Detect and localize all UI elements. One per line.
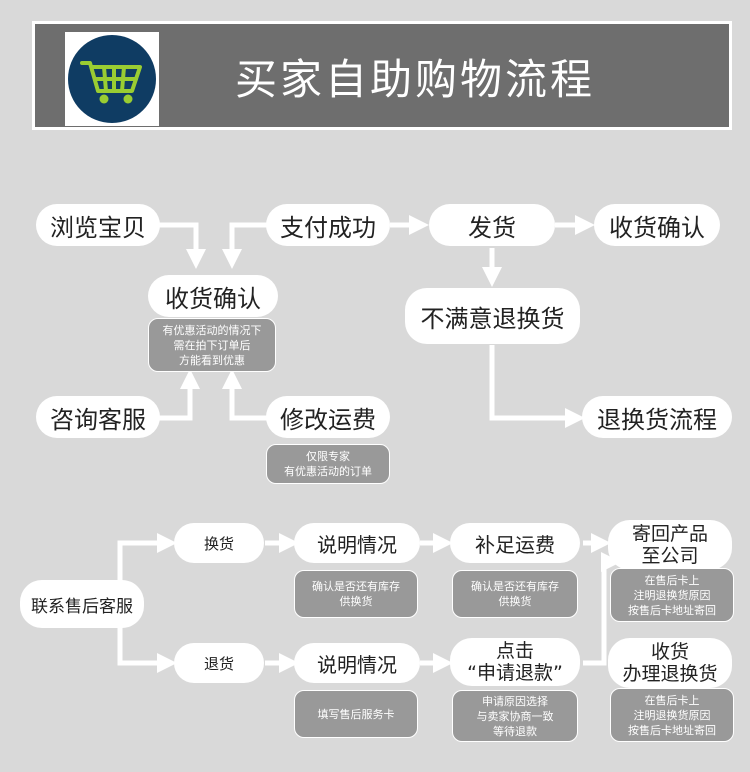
modify-shipping-node: 修改运费 <box>266 396 390 438</box>
note-line: 注明退换货原因 <box>633 588 711 602</box>
browse-item-node: 浏览宝贝 <box>36 204 160 246</box>
note-line: 申请原因选择 <box>482 694 548 708</box>
explain-situation-return-node: 说明情况 <box>294 643 420 683</box>
explain-return-note: 填写售后服务卡 <box>294 690 418 738</box>
pay-success-node: 支付成功 <box>266 204 390 246</box>
send-back-product-node: 寄回产品 至公司 <box>608 520 732 570</box>
node-line: 点击 <box>495 640 534 662</box>
node-line: 办理退换货 <box>622 663 718 685</box>
return-flow-node: 退换货流程 <box>582 396 732 438</box>
click-apply-note: 申请原因选择 与卖家协商一致 等待退款 <box>452 690 578 742</box>
node-line: 寄回产品 <box>631 523 708 545</box>
note-line: 供换货 <box>498 595 532 608</box>
note-line: 有优惠活动的情况下 <box>162 323 262 337</box>
note-line: 按售后卡地址寄回 <box>628 723 716 737</box>
supplement-shipping-note: 确认是否还有库存 供换货 <box>452 570 578 618</box>
note-line: 确认是否还有库存 <box>312 580 400 593</box>
receive-handle-note: 在售后卡上 注明退换货原因 按售后卡地址寄回 <box>610 688 734 742</box>
ship-node: 发货 <box>429 204 555 246</box>
logo <box>65 32 159 126</box>
confirm-receipt-note: 有优惠活动的情况下 需在拍下订单后 方能看到优惠 <box>148 318 276 372</box>
note-line: 按售后卡地址寄回 <box>628 603 716 617</box>
unsatisfied-return-node: 不满意退换货 <box>405 288 580 344</box>
note-line: 确认是否还有库存 <box>471 580 559 593</box>
note-line: 填写售后服务卡 <box>317 707 395 721</box>
contact-aftersale-node: 联系售后客服 <box>20 580 144 628</box>
note-line: 方能看到优惠 <box>179 353 245 367</box>
return-node: 退货 <box>174 643 264 683</box>
receive-handle-return-node: 收货 办理退换货 <box>608 638 732 688</box>
send-back-note: 在售后卡上 注明退换货原因 按售后卡地址寄回 <box>610 568 734 622</box>
header-banner: 买家自助购物流程 <box>32 21 732 130</box>
page-title: 买家自助购物流程 <box>235 55 596 104</box>
explain-exchange-note: 确认是否还有库存 供换货 <box>294 570 418 618</box>
logo-circle <box>68 35 156 123</box>
confirm-receipt-node: 收货确认 <box>148 275 278 317</box>
note-line: 在售后卡上 <box>644 693 700 707</box>
consult-service-node: 咨询客服 <box>36 396 160 438</box>
explain-situation-exchange-node: 说明情况 <box>294 523 420 563</box>
click-apply-refund-node: 点击 “申请退款” <box>450 638 580 686</box>
note-line: 等待退款 <box>493 724 537 738</box>
note-line: 有优惠活动的订单 <box>284 465 372 478</box>
supplement-shipping-node: 补足运费 <box>450 523 580 563</box>
note-line: 仅限专家 <box>306 450 350 463</box>
note-line: 注明退换货原因 <box>633 708 711 722</box>
note-line: 在售后卡上 <box>644 573 700 587</box>
exchange-node: 换货 <box>174 523 264 563</box>
note-line: 需在拍下订单后 <box>173 338 251 352</box>
node-line: “申请退款” <box>467 662 563 684</box>
note-line: 与卖家协商一致 <box>476 709 554 723</box>
node-line: 收货 <box>650 641 689 663</box>
modify-shipping-note: 仅限专家 有优惠活动的订单 <box>266 444 390 484</box>
node-line: 至公司 <box>641 545 699 567</box>
note-line: 供换货 <box>339 595 373 608</box>
confirm-receipt-top-node: 收货确认 <box>594 204 720 246</box>
shopping-cart-icon <box>80 61 142 104</box>
